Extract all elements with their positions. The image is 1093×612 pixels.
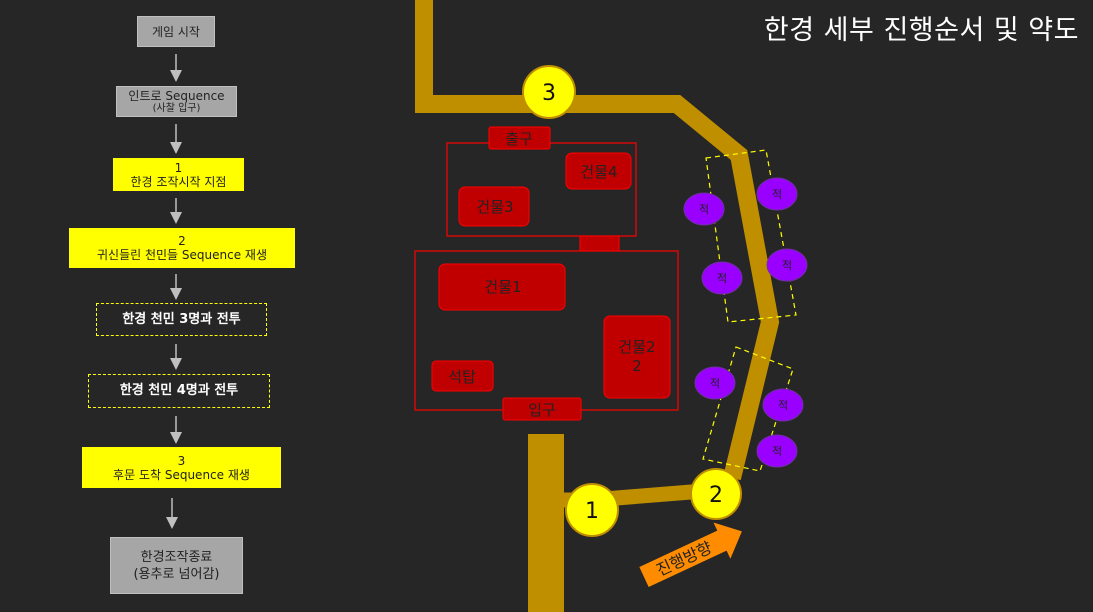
- entrance-label: 입구: [528, 401, 556, 419]
- flow-battle1-label: 한경 천민 3명과 전투: [122, 311, 241, 327]
- marker-2-label: 2: [709, 483, 723, 508]
- flow-step3-label: 후문 도착 Sequence 재생: [113, 467, 250, 482]
- flow-battle1-box: 한경 천민 3명과 전투: [96, 303, 267, 336]
- enemy-label: 적: [717, 272, 727, 285]
- flow-step1-box: 1 한경 조작시작 지점: [113, 158, 244, 191]
- marker-1-label: 1: [585, 499, 599, 524]
- building-2-label-line2: 2: [632, 357, 642, 375]
- entrance-gate: [502, 397, 582, 421]
- enemy: [762, 388, 804, 422]
- enemy: [701, 261, 743, 295]
- marker-3: [522, 65, 576, 119]
- flow-end-box: 한경조작종료 (용추로 넘어감): [110, 537, 243, 594]
- flow-start-label: 게임 시작: [152, 24, 200, 39]
- enemy-label: 적: [778, 399, 788, 412]
- enemies: 적 적 적 적 적 적 적: [683, 177, 808, 468]
- enemy: [766, 248, 808, 282]
- flow-step2-box: 2 귀신들린 천민들 Sequence 재생: [69, 228, 295, 268]
- building-1-label: 건물1: [484, 278, 521, 296]
- direction-arrow-shape: [639, 522, 742, 587]
- building-1: [438, 263, 566, 311]
- exit-gate: [488, 126, 551, 150]
- flow-battle2-box: 한경 천민 4명과 전투: [88, 374, 270, 408]
- flow-intro-sub: (사찰 입구): [152, 102, 201, 114]
- enemy: [756, 177, 798, 211]
- building-3-label: 건물3: [476, 198, 513, 216]
- building-4-label: 건물4: [580, 163, 617, 181]
- flow-step1-label: 한경 조작시작 지점: [130, 174, 227, 189]
- enemy: [756, 434, 798, 468]
- enemy-zone-lower: [702, 346, 794, 472]
- flow-end-sub: (용추로 넘어감): [133, 566, 220, 582]
- flow-start-box: 게임 시작: [137, 16, 215, 47]
- flow-arrows: [166, 54, 182, 529]
- path-top: [415, 0, 780, 481]
- marker-3-label: 3: [542, 81, 556, 106]
- enemy: [683, 192, 725, 226]
- flow-step2-label: 귀신들린 천민들 Sequence 재생: [97, 248, 267, 262]
- flow-intro-label: 인트로 Sequence: [128, 88, 225, 103]
- flow-step2-num: 2: [178, 234, 186, 248]
- flow-end-label: 한경조작종료: [140, 549, 213, 565]
- enemy: [694, 366, 736, 400]
- building-2: [603, 315, 671, 399]
- exit-label: 출구: [505, 130, 533, 148]
- marker-1: [565, 483, 619, 537]
- direction-arrow: 진행방향: [639, 522, 742, 587]
- enemy-label: 적: [699, 203, 709, 216]
- building-2-label: 건물2: [618, 338, 655, 356]
- flow-intro-box: 인트로 Sequence (사찰 입구): [116, 86, 237, 117]
- building-3: [458, 186, 530, 227]
- marker-2: [690, 468, 742, 520]
- page-title: 한경 세부 진행순서 및 약도: [763, 15, 1079, 46]
- direction-label: 진행방향: [653, 538, 715, 580]
- stone-pagoda: [431, 360, 494, 392]
- flow-step1-num: 1: [174, 160, 183, 175]
- building-4: [565, 152, 632, 190]
- flow-battle2-label: 한경 천민 4명과 전투: [119, 383, 239, 398]
- enemy-label: 적: [772, 445, 782, 458]
- enemy-label: 적: [710, 377, 720, 390]
- flow-step3-box: 3 후문 도착 Sequence 재생: [82, 447, 281, 488]
- stone-pagoda-label: 석탑: [448, 368, 476, 386]
- enemy-label: 적: [772, 188, 782, 201]
- enemy-label: 적: [782, 259, 792, 272]
- flow-step3-num: 3: [177, 453, 186, 468]
- compound-connector: [579, 235, 620, 252]
